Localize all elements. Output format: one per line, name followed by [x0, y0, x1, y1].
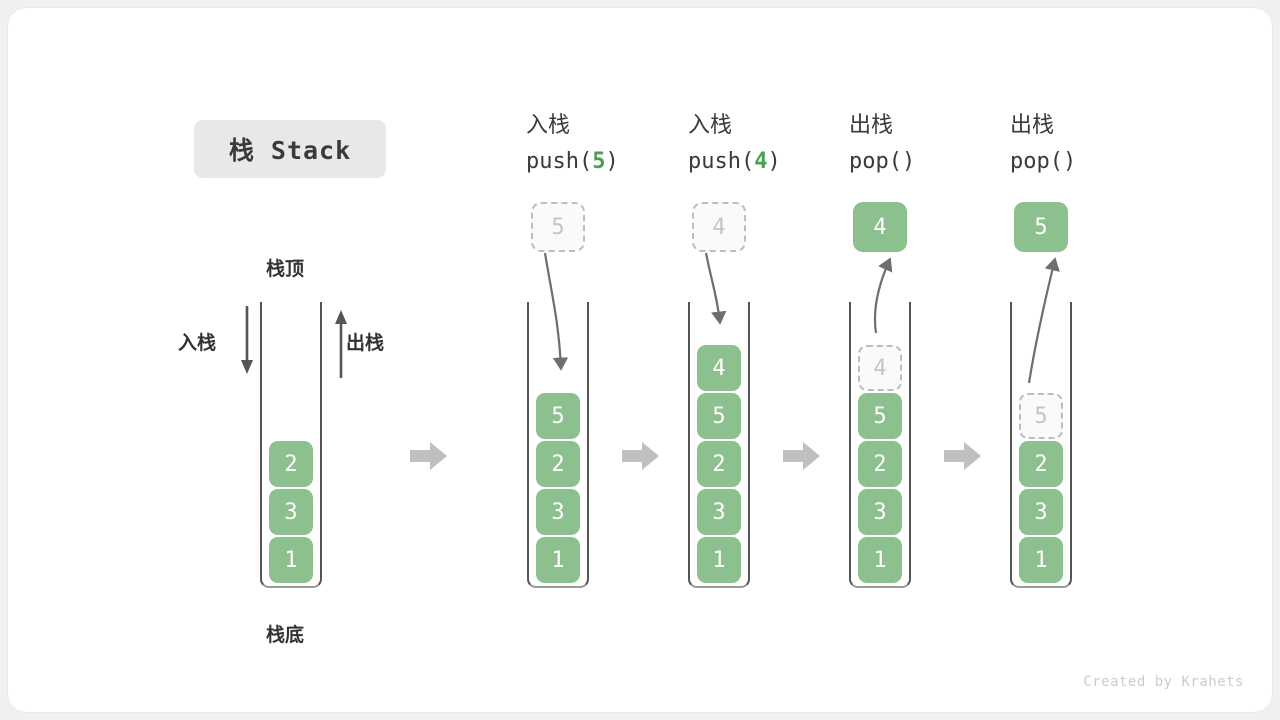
code-argument: 5	[592, 149, 606, 174]
code-prefix: push(	[526, 149, 593, 174]
stack-cell: 3	[1019, 489, 1063, 535]
operation-label-code: push(4)	[688, 144, 781, 180]
code-suffix: )	[901, 149, 916, 174]
code-prefix: pop(	[849, 149, 902, 174]
operation-label-cn: 出栈	[1010, 113, 1055, 138]
stack-cell: 2	[1019, 441, 1063, 487]
stack-cell: 3	[858, 489, 902, 535]
code-prefix: pop(	[1010, 149, 1063, 174]
footer-credit: Created by Krahets	[1083, 674, 1244, 690]
pop-side-label: 出栈	[346, 332, 385, 354]
operation-label-push-4: 入栈 push(4)	[688, 108, 781, 180]
operation-label-code: push(5)	[526, 144, 619, 180]
stack-cell: 1	[1019, 537, 1063, 583]
stack-cell: 5	[697, 393, 741, 439]
code-argument: 4	[754, 149, 768, 174]
push-direction-arrow-icon	[241, 306, 253, 374]
code-suffix: )	[1062, 149, 1077, 174]
stack-cell: 4	[697, 345, 741, 391]
incoming-element-5: 5	[531, 202, 585, 252]
stack-cell-ghost: 4	[858, 345, 902, 391]
step-separator-arrow-icon	[410, 442, 447, 470]
stack-top-label: 栈顶	[266, 258, 305, 280]
step-separator-arrow-icon	[622, 442, 659, 470]
step-separator-arrow-icon	[783, 442, 820, 470]
operation-label-cn: 出栈	[849, 113, 894, 138]
operation-label-pop-4: 出栈 pop()	[849, 108, 915, 180]
pop-direction-arrow-icon	[335, 310, 347, 378]
stack-cell: 3	[536, 489, 580, 535]
step-separator-arrow-icon	[944, 442, 981, 470]
stack-cell: 1	[536, 537, 580, 583]
operation-label-push-5: 入栈 push(5)	[526, 108, 619, 180]
incoming-element-4: 4	[692, 202, 746, 252]
stack-bottom-label: 栈底	[266, 624, 305, 646]
code-suffix: )	[767, 149, 781, 174]
stack-cell: 3	[697, 489, 741, 535]
operation-label-cn: 入栈	[688, 113, 733, 138]
stack-cell-ghost: 5	[1019, 393, 1063, 439]
code-suffix: )	[605, 149, 619, 174]
push-side-label: 入栈	[178, 332, 217, 354]
operation-label-pop-5: 出栈 pop()	[1010, 108, 1076, 180]
operation-label-code: pop()	[849, 144, 915, 180]
code-prefix: push(	[688, 149, 755, 174]
operation-label-cn: 入栈	[526, 113, 571, 138]
stack-cell: 2	[697, 441, 741, 487]
stack-cell: 5	[536, 393, 580, 439]
stack-cell: 1	[269, 537, 313, 583]
operation-label-code: pop()	[1010, 144, 1076, 180]
stack-cell: 1	[697, 537, 741, 583]
stack-cell: 5	[858, 393, 902, 439]
stack-cell: 1	[858, 537, 902, 583]
stack-cell: 2	[536, 441, 580, 487]
stack-cell: 3	[269, 489, 313, 535]
popped-element-4: 4	[853, 202, 907, 252]
title-badge: 栈 Stack	[194, 120, 386, 178]
stack-cell: 2	[858, 441, 902, 487]
stack-cell: 2	[269, 441, 313, 487]
popped-element-5: 5	[1014, 202, 1068, 252]
